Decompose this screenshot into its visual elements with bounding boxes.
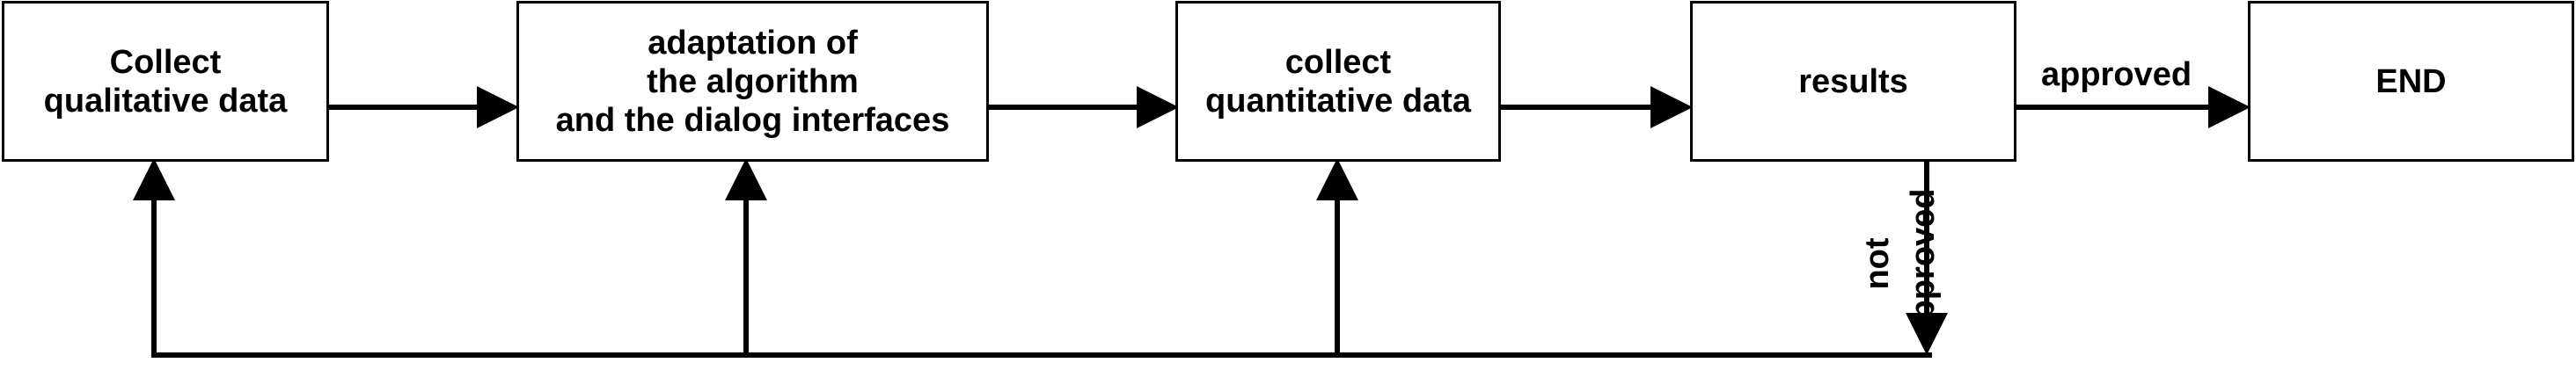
node-results: results — [1690, 1, 2016, 162]
node-results-label: results — [1798, 62, 1908, 100]
node-end: END — [2248, 1, 2574, 162]
node-adaptation: adaptation of the algorithm and the dial… — [516, 1, 989, 162]
node-adaptation-label: adaptation of the algorithm and the dial… — [555, 24, 950, 139]
node-collect-quantitative: collect quantitative data — [1175, 1, 1501, 162]
node-collect-qualitative: Collect qualitative data — [2, 1, 329, 162]
node-end-label: END — [2375, 62, 2447, 100]
edge-label-approved: approved — [2041, 56, 2192, 93]
node-collect-quantitative-label: collect quantitative data — [1205, 43, 1471, 120]
edge-label-not-approved: not approved — [1859, 188, 1942, 339]
node-collect-qualitative-label: Collect qualitative data — [43, 43, 288, 120]
